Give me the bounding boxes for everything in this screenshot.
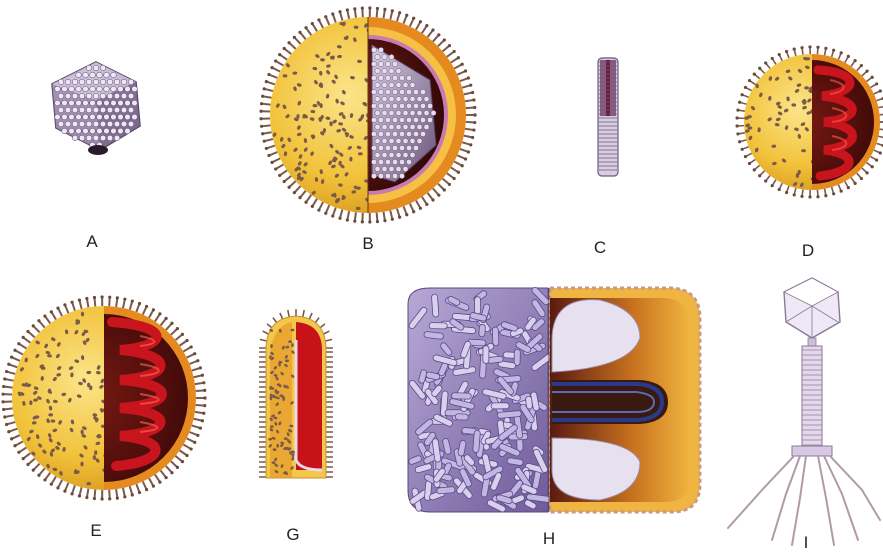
virus-e-enveloped-helical (1, 295, 206, 500)
label-b: B (362, 235, 373, 252)
virus-b-enveloped-icosahedral (259, 6, 476, 223)
label-d: D (802, 242, 814, 259)
virus-d-enveloped-helical (736, 45, 883, 198)
label-i: I (804, 534, 809, 551)
virus-h-complex-brick (408, 286, 700, 513)
label-h: H (543, 530, 555, 547)
label-e: E (90, 522, 101, 539)
virus-i-bacteriophage (728, 278, 880, 545)
virus-g-bullet-shaped (259, 309, 333, 478)
label-g: G (286, 526, 299, 543)
virus-a-icosahedral-capsid (52, 62, 140, 155)
virus-c-rod (598, 58, 618, 176)
label-a: A (86, 233, 97, 250)
label-c: C (594, 239, 606, 256)
